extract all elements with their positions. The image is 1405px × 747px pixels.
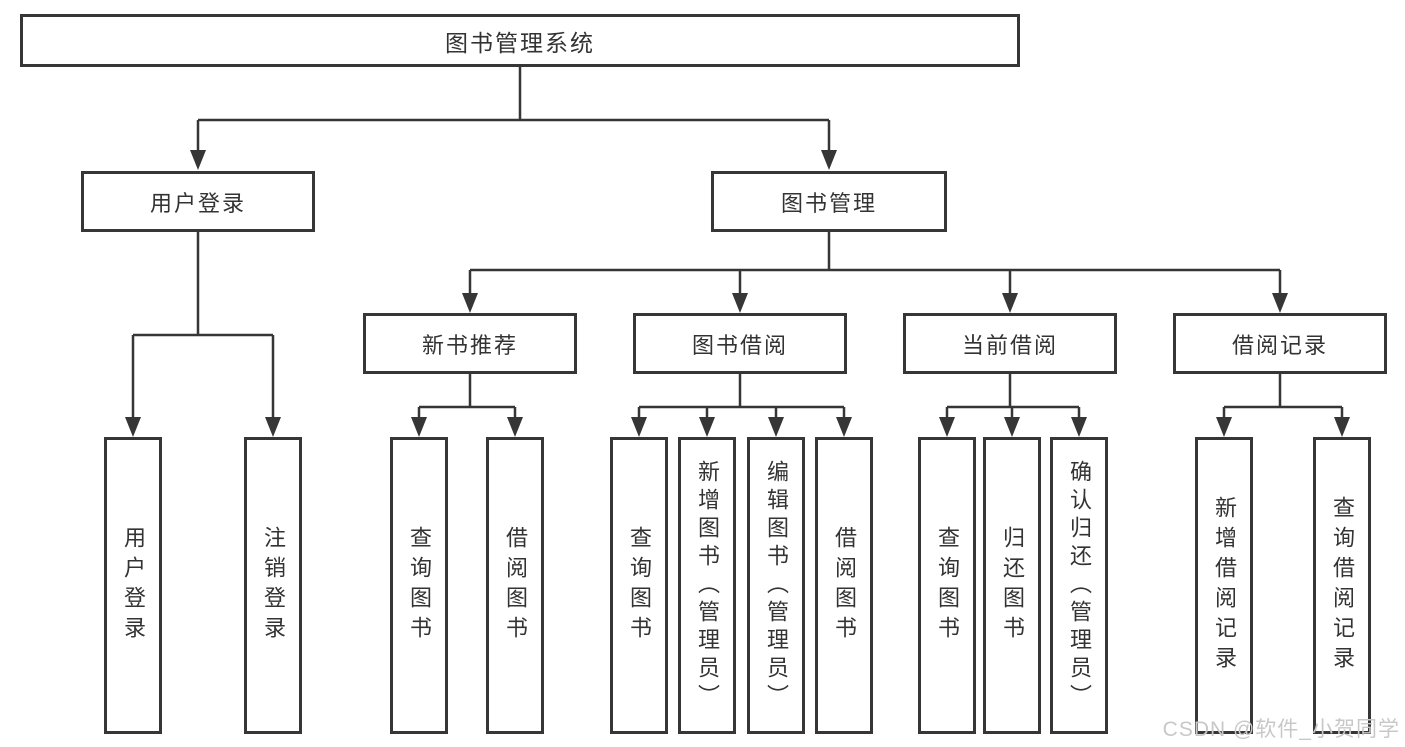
arrowhead-down-icon bbox=[125, 417, 141, 437]
arrowhead-down-icon bbox=[821, 150, 837, 170]
leaf-borrow-books-borrowing: 借阅图书 bbox=[815, 437, 873, 734]
connector-current-borrow-to-leaves bbox=[939, 374, 1087, 437]
leaf-label: 注销登录 bbox=[261, 525, 286, 646]
node-user-login-group: 用户登录 bbox=[81, 171, 315, 232]
leaf-query-books-current: 查询图书 bbox=[918, 437, 976, 734]
leaf-logout: 注销登录 bbox=[244, 437, 302, 734]
connector-book-mgmt-to-level3 bbox=[462, 232, 1288, 313]
arrowhead-down-icon bbox=[631, 417, 647, 437]
arrowhead-down-icon bbox=[1002, 293, 1018, 313]
node-book-borrowing: 图书借阅 bbox=[633, 313, 847, 374]
arrowhead-down-icon bbox=[699, 417, 715, 437]
arrowhead-down-icon bbox=[836, 417, 852, 437]
leaf-query-books-recommend: 查询图书 bbox=[390, 437, 448, 734]
node-borrowing-records: 借阅记录 bbox=[1173, 313, 1387, 374]
leaf-return-book: 归还图书 bbox=[983, 437, 1041, 734]
connector-book-borrow-to-leaves bbox=[631, 374, 852, 437]
connector-user-login-to-leaves bbox=[125, 232, 281, 437]
leaf-add-book-admin: 新增图书（管理员） bbox=[678, 437, 736, 734]
node-library-management-system: 图书管理系统 bbox=[20, 14, 1020, 67]
arrowhead-down-icon bbox=[1216, 417, 1232, 437]
leaf-edit-book-admin: 编辑图书（管理员） bbox=[747, 437, 805, 734]
leaf-label: 查询图书 bbox=[627, 525, 652, 646]
csdn-watermark: CSDN @软件_小贺同学 bbox=[1162, 718, 1400, 741]
connector-root-to-level2 bbox=[190, 67, 837, 170]
leaf-label: 用户登录 bbox=[121, 525, 146, 646]
arrowhead-down-icon bbox=[1004, 417, 1020, 437]
node-current-borrowing: 当前借阅 bbox=[903, 313, 1117, 374]
leaf-label: 归还图书 bbox=[1000, 525, 1025, 646]
arrowhead-down-icon bbox=[1071, 417, 1087, 437]
connector-borrow-records-to-leaves bbox=[1216, 374, 1350, 437]
connector-new-book-rec-to-leaves bbox=[411, 374, 523, 437]
arrowhead-down-icon bbox=[1334, 417, 1350, 437]
leaf-label: 查询图书 bbox=[407, 525, 432, 646]
leaf-user-login: 用户登录 bbox=[104, 437, 162, 734]
leaf-query-borrow-record: 查询借阅记录 bbox=[1313, 437, 1371, 734]
node-new-book-recommend: 新书推荐 bbox=[363, 313, 577, 374]
arrowhead-down-icon bbox=[190, 150, 206, 170]
leaf-label: 查询图书 bbox=[935, 525, 960, 646]
leaf-label: 借阅图书 bbox=[503, 525, 528, 646]
leaf-confirm-return-admin: 确认归还（管理员） bbox=[1050, 437, 1108, 734]
arrowhead-down-icon bbox=[1272, 293, 1288, 313]
arrowhead-down-icon bbox=[411, 417, 427, 437]
arrowhead-down-icon bbox=[768, 417, 784, 437]
node-book-management: 图书管理 bbox=[711, 171, 947, 232]
arrowhead-down-icon bbox=[462, 293, 478, 313]
leaf-label: 查询借阅记录 bbox=[1330, 495, 1355, 676]
leaf-borrow-books-recommend: 借阅图书 bbox=[486, 437, 544, 734]
leaf-label: 新增借阅记录 bbox=[1212, 495, 1237, 676]
arrowhead-down-icon bbox=[939, 417, 955, 437]
leaf-label: 借阅图书 bbox=[832, 525, 857, 646]
leaf-add-borrow-record: 新增借阅记录 bbox=[1195, 437, 1253, 734]
arrowhead-down-icon bbox=[732, 293, 748, 313]
leaf-query-books-borrowing: 查询图书 bbox=[610, 437, 668, 734]
arrowhead-down-icon bbox=[265, 417, 281, 437]
arrowhead-down-icon bbox=[507, 417, 523, 437]
leaf-label: 编辑图书（管理员） bbox=[764, 459, 789, 712]
leaf-label: 确认归还（管理员） bbox=[1067, 459, 1092, 712]
leaf-label: 新增图书（管理员） bbox=[695, 459, 720, 712]
